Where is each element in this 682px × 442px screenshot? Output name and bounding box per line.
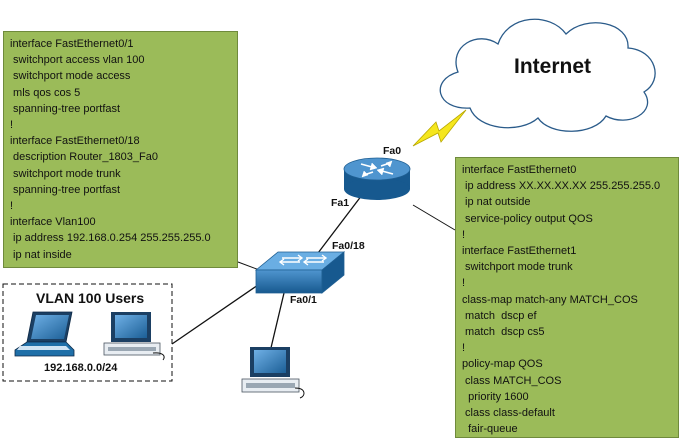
config-line: description Router_1803_Fa0 <box>10 151 158 164</box>
router-wan-interface-label: Fa0 <box>383 145 402 157</box>
config-line: ! <box>10 119 14 132</box>
link-switch-router <box>317 194 363 254</box>
switch-access-interface-label: Fa0/1 <box>290 294 317 306</box>
config-line: switchport mode access <box>10 70 131 83</box>
link-switch-vlan-users <box>171 284 259 345</box>
leader-router-config <box>412 204 456 231</box>
switch-uplink-interface-label: Fa0/18 <box>332 240 365 252</box>
link-switch-pc <box>269 292 285 353</box>
config-line: mls qos cos 5 <box>10 86 81 99</box>
switch-icon <box>254 251 346 294</box>
config-line: policy-map QOS <box>462 358 543 371</box>
config-line: interface FastEthernet0/1 <box>10 38 134 50</box>
switch-config-box: interface FastEthernet0/1 switchport acc… <box>3 31 238 268</box>
config-line: class MATCH_COS <box>462 374 562 387</box>
config-line: ip address 192.168.0.254 255.255.255.0 <box>10 232 211 245</box>
config-line: switchport mode trunk <box>462 261 573 274</box>
desktop-pc-icon <box>103 312 165 361</box>
config-line: class class-default <box>462 407 555 420</box>
config-line: ip nat outside <box>462 196 531 209</box>
vlan-group-title: VLAN 100 Users <box>36 290 145 306</box>
config-line: fair-queue <box>462 423 518 436</box>
vlan-group-subnet: 192.168.0.0/24 <box>44 362 118 374</box>
config-line: class-map match-any MATCH_COS <box>462 293 638 306</box>
config-line: priority 1600 <box>462 390 529 403</box>
config-line: switchport access vlan 100 <box>10 54 145 67</box>
config-line: ! <box>10 200 14 213</box>
config-line: ! <box>462 277 466 290</box>
config-line: ! <box>462 342 466 355</box>
router-icon <box>343 157 411 200</box>
wan-link-lightning-icon <box>412 109 467 147</box>
config-line: service-policy output QOS <box>462 212 593 225</box>
config-line: ip nat inside <box>10 248 72 261</box>
config-line: match dscp cs5 <box>462 326 545 339</box>
router-config-box: interface FastEthernet0 ip address XX.XX… <box>455 157 679 438</box>
config-line: ! <box>462 228 466 241</box>
config-line: switchport mode trunk <box>10 167 121 180</box>
config-line: interface Vlan100 <box>10 216 96 229</box>
pc-workstation-icon <box>241 347 305 399</box>
laptop-icon <box>14 311 75 357</box>
router-lan-interface-label: Fa1 <box>331 197 350 209</box>
internet-cloud-icon <box>439 18 656 132</box>
config-line: spanning-tree portfast <box>10 183 121 196</box>
internet-label: Internet <box>514 55 592 78</box>
config-line: interface FastEthernet0/18 <box>10 135 140 148</box>
config-line: interface FastEthernet0 <box>462 164 577 176</box>
config-line: match dscp ef <box>462 309 537 322</box>
config-line: interface FastEthernet1 <box>462 245 577 258</box>
config-line: ip address XX.XX.XX.XX 255.255.255.0 <box>462 180 661 193</box>
config-line: spanning-tree portfast <box>10 102 121 115</box>
